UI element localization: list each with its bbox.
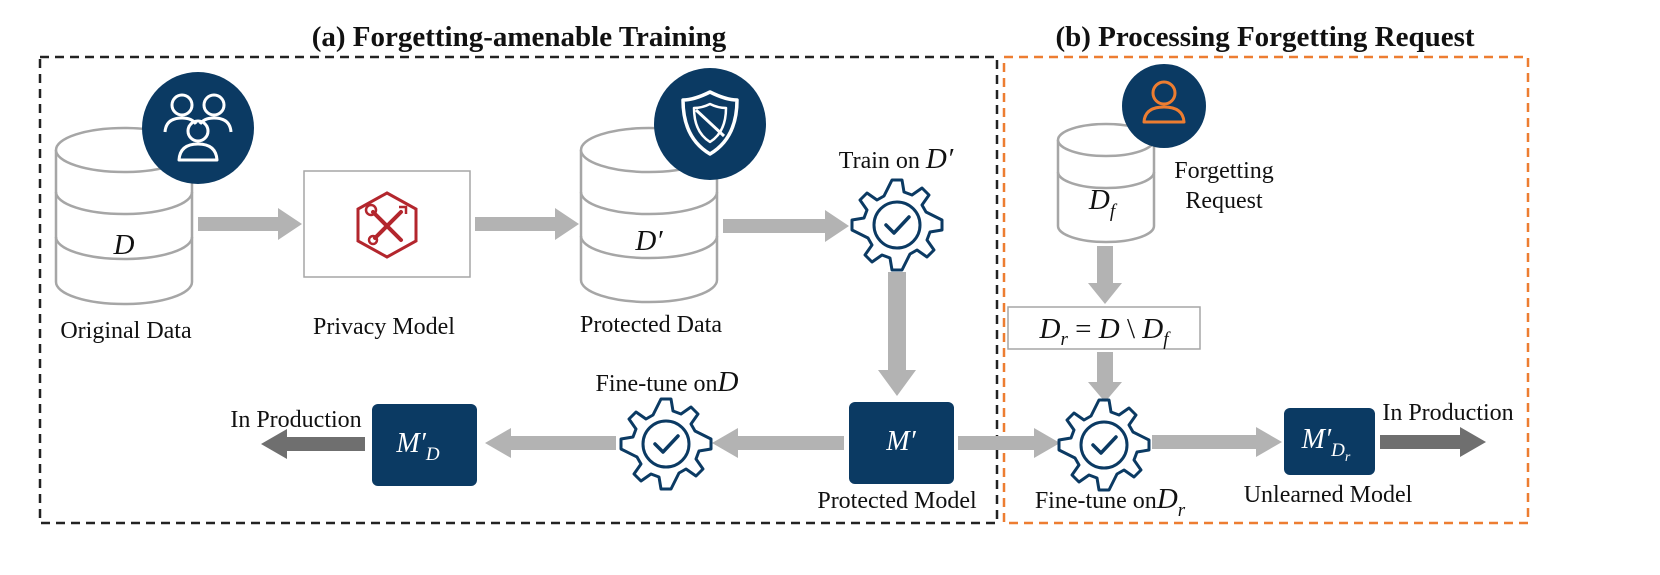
arrow-unlearned-to-production bbox=[1380, 427, 1486, 457]
person-icon bbox=[1122, 64, 1206, 148]
arrow-original-to-privacy bbox=[198, 208, 302, 240]
formula-box bbox=[1007, 306, 1201, 350]
section-b-title: (b) Processing Forgetting Request bbox=[1055, 21, 1474, 53]
unlearned-model-symbol: M′Dr bbox=[1301, 424, 1351, 465]
finetune-dr-label: Fine-tune onDr bbox=[1035, 483, 1186, 521]
protected-data-label: Protected Data bbox=[580, 312, 722, 338]
model-d-box bbox=[372, 404, 477, 486]
formula-text: Dr = D \ Df bbox=[1039, 313, 1172, 350]
protected-model-box bbox=[849, 402, 954, 484]
forgetting-request-label-2: Request bbox=[1185, 188, 1263, 214]
arrow-protected-model-to-finetune bbox=[712, 428, 844, 458]
shield-icon bbox=[654, 68, 766, 180]
privacy-model-label: Privacy Model bbox=[313, 314, 455, 340]
arrow-protected-data-to-train bbox=[723, 210, 849, 242]
forget-data-symbol: Df bbox=[1088, 184, 1118, 222]
forget-data-database-icon bbox=[1056, 122, 1156, 244]
section-b-frame bbox=[1002, 55, 1530, 525]
arrow-formula-to-finetune-dr bbox=[1088, 352, 1122, 402]
arrow-finetune-to-model-d bbox=[485, 428, 616, 458]
wrench-screwdriver-icon bbox=[356, 191, 418, 259]
original-data-label: Original Data bbox=[60, 318, 192, 344]
original-data-symbol: D bbox=[113, 229, 135, 261]
arrow-protected-model-to-finetune-dr bbox=[958, 428, 1060, 458]
section-a-title: (a) Forgetting-amenable Training bbox=[312, 21, 727, 53]
arrow-train-to-protected-model bbox=[878, 272, 916, 396]
unlearned-model-label: Unlearned Model bbox=[1244, 482, 1413, 508]
arrow-privacy-to-protected-data bbox=[475, 208, 579, 240]
forgetting-request-label-1: Forgetting bbox=[1174, 158, 1274, 184]
protected-data-symbol: D′ bbox=[634, 225, 663, 257]
finetune-d-gear-icon bbox=[619, 397, 713, 491]
users-icon bbox=[142, 72, 254, 184]
protected-model-label: Protected Model bbox=[817, 488, 977, 514]
section-a-frame bbox=[38, 55, 999, 525]
model-d-symbol: M′D bbox=[395, 428, 439, 465]
train-on-label: Train on D′ bbox=[839, 143, 954, 175]
finetune-d-label: Fine-tune onD bbox=[596, 366, 739, 398]
arrow-model-d-to-production bbox=[261, 429, 365, 459]
protected-model-symbol: M′ bbox=[885, 426, 916, 457]
unlearned-model-box bbox=[1284, 408, 1375, 475]
production-left-label: In Production bbox=[230, 407, 361, 433]
production-right-label: In Production bbox=[1382, 400, 1513, 426]
train-gear-icon bbox=[850, 178, 944, 272]
finetune-dr-gear-icon bbox=[1057, 398, 1151, 492]
arrow-forget-to-formula bbox=[1088, 246, 1122, 304]
arrow-finetune-dr-to-unlearned bbox=[1152, 427, 1282, 457]
